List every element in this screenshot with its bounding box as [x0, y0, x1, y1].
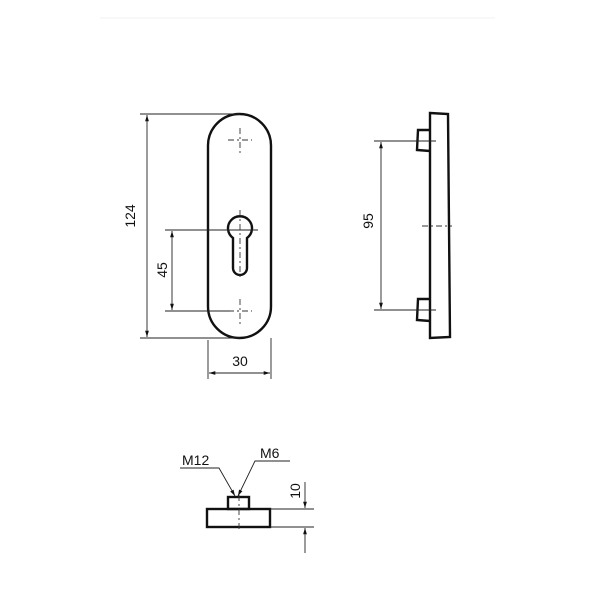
dimension-label-30: 30 [232, 353, 248, 369]
dimension-label-10: 10 [287, 483, 303, 499]
plate-side-outline [428, 111, 452, 340]
dimension-label-95: 95 [360, 213, 376, 229]
thread-label-m12: M12 [182, 452, 209, 468]
top-screw-hole [228, 128, 252, 153]
leader-m6 [237, 460, 290, 497]
bottom-screw-hole [228, 299, 252, 324]
dimension-label-124: 124 [122, 204, 138, 228]
bottom-view: M12 M6 10 [180, 445, 314, 553]
leader-m12 [180, 467, 236, 497]
plate-bottom-outline [205, 507, 272, 529]
dimension-label-45: 45 [154, 262, 170, 278]
side-view: 95 [360, 111, 452, 340]
stud-bottom-outline [226, 495, 251, 511]
top-stud [415, 128, 431, 153]
front-view: 124 45 30 [122, 112, 273, 379]
bottom-stud [415, 297, 431, 323]
thread-label-m6: M6 [260, 445, 280, 461]
escutcheon-plate-outline [206, 112, 273, 340]
cylinder-keyhole [226, 215, 254, 277]
